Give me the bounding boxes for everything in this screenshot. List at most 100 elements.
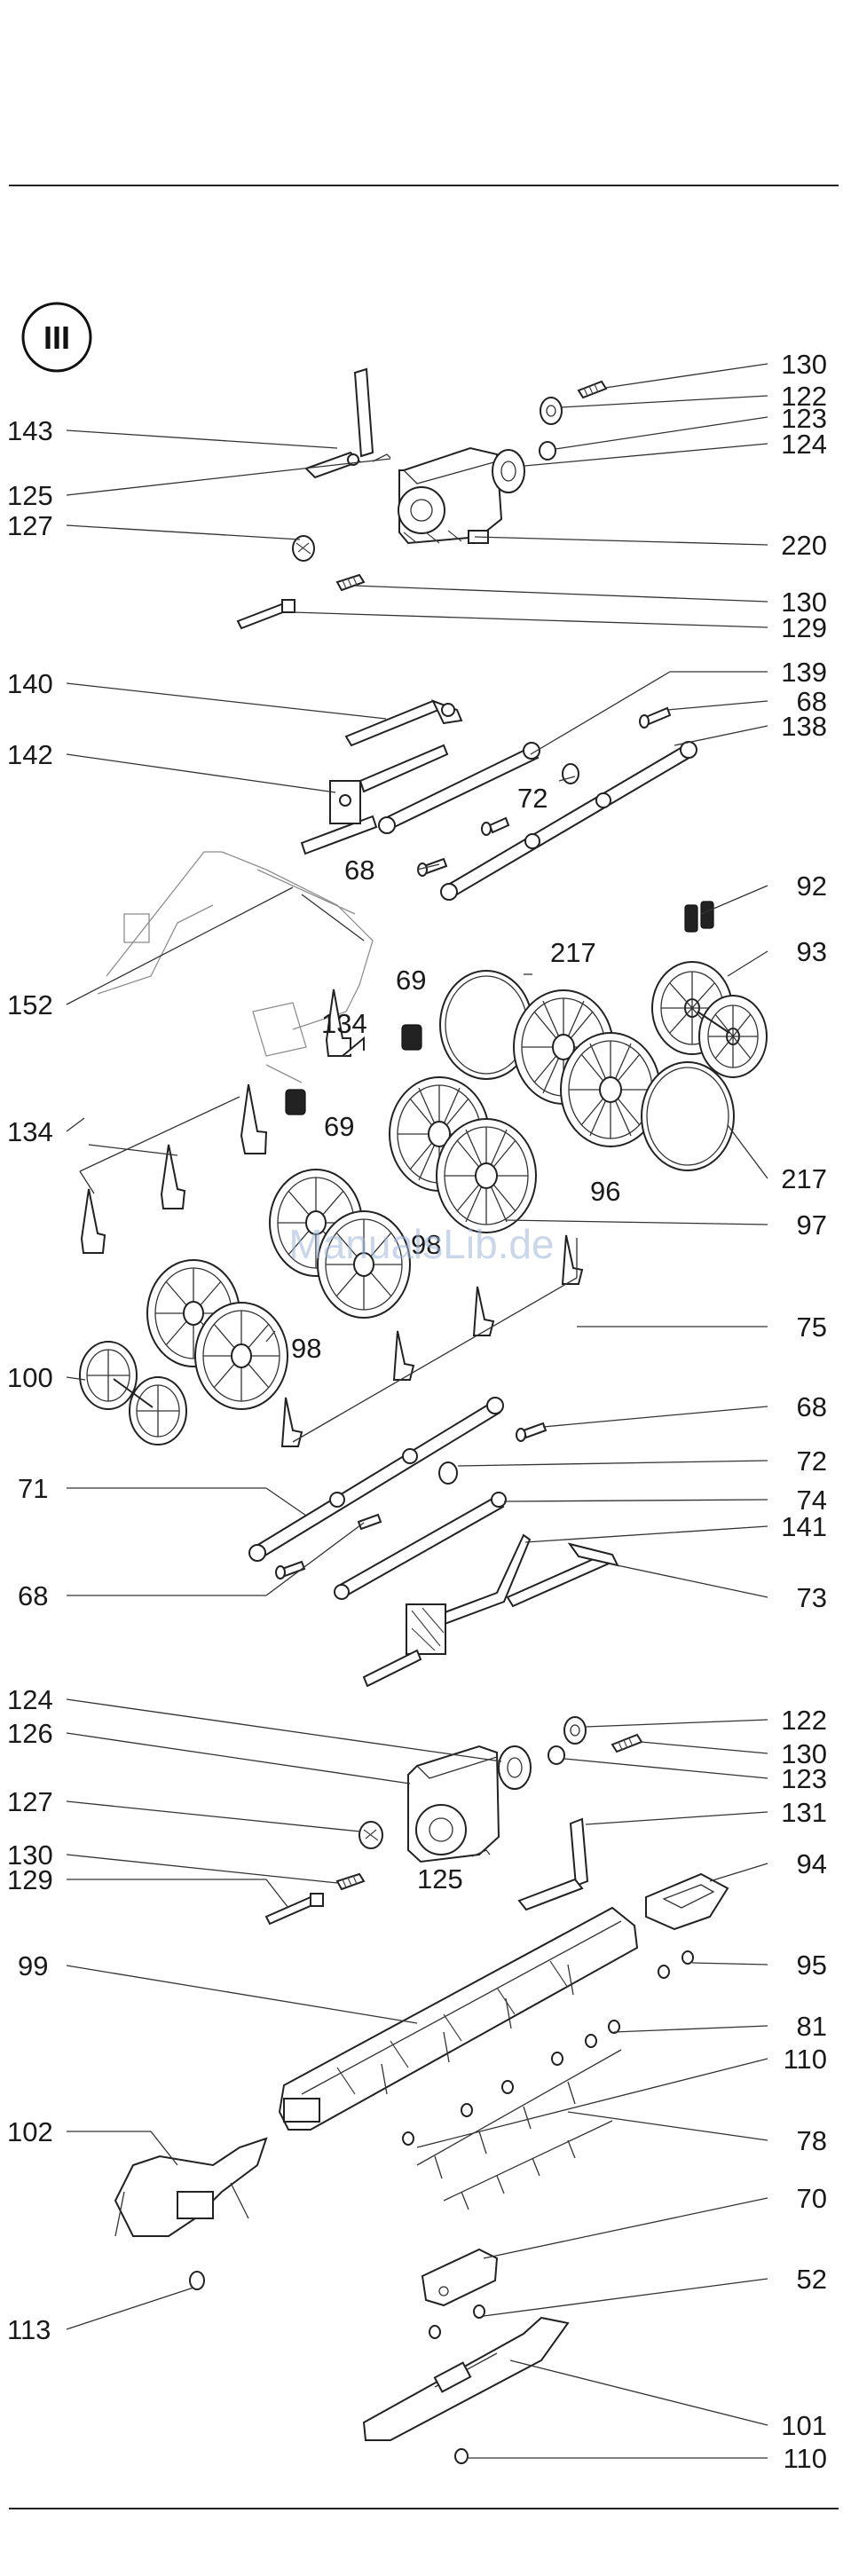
callout-97: 97 [797, 1209, 827, 1241]
rod-140 [346, 701, 461, 745]
callout-127: 127 [7, 510, 53, 541]
callout-78: 78 [797, 2125, 827, 2156]
screw-113 [190, 2272, 204, 2289]
callout-129: 129 [781, 612, 827, 643]
bracket-134-b [241, 1084, 266, 1154]
callout-152: 152 [7, 989, 53, 1020]
callout-141: 141 [781, 1511, 827, 1542]
callout-98: 98 [291, 1333, 321, 1364]
screw-95 [658, 1951, 693, 1978]
callout-71: 71 [18, 1473, 48, 1504]
wheel-97-front [437, 1119, 536, 1233]
gear-123-top [540, 442, 555, 460]
callout-220: 220 [781, 530, 827, 561]
callout-217: 217 [550, 937, 596, 968]
callout-131: 131 [781, 1797, 827, 1828]
screw-68-a [640, 708, 670, 728]
callout-72: 72 [797, 1446, 827, 1477]
gearbox-top [398, 448, 501, 543]
pony-truck-102 [115, 2139, 266, 2236]
callout-127: 127 [7, 1786, 53, 1817]
section-marker-text: III [43, 319, 70, 356]
screw-68-b [418, 859, 446, 876]
screws-81 [586, 2021, 619, 2047]
screws-52 [429, 2305, 485, 2338]
rod-139 [379, 743, 540, 833]
callout-126: 126 [7, 1718, 53, 1749]
callout-52: 52 [797, 2264, 827, 2295]
callout-113: 113 [7, 2314, 51, 2345]
callout-129: 129 [7, 1864, 53, 1895]
gear-122-top [540, 398, 562, 424]
gear-127-bottom [359, 1822, 382, 1848]
rod-74 [335, 1493, 506, 1599]
callout-125: 125 [7, 480, 53, 511]
callout-217: 217 [781, 1163, 827, 1194]
callout-92: 92 [797, 870, 827, 902]
callout-123: 123 [781, 1763, 827, 1794]
callout-125: 125 [417, 1863, 463, 1895]
callout-69: 69 [324, 1111, 354, 1142]
shaft-129-top [238, 600, 295, 628]
watermark: ManualsLib.de [288, 1221, 554, 1267]
callout-134: 134 [7, 1116, 53, 1147]
callout-68: 68 [797, 1391, 827, 1422]
worm-130-top [579, 382, 606, 398]
ring-217-b [642, 1062, 734, 1170]
section-marker: III [23, 303, 91, 371]
worm-130-bottom-right [612, 1735, 642, 1752]
callout-75: 75 [797, 1312, 827, 1343]
lever-131 [519, 1819, 587, 1910]
springs-92 [685, 902, 713, 932]
bushing-72-a [563, 764, 579, 784]
callout-68: 68 [18, 1580, 48, 1611]
callout-101: 101 [781, 2410, 827, 2441]
callout-69: 69 [396, 965, 426, 996]
brake-78 [417, 2050, 621, 2210]
frame-99 [280, 1908, 637, 2130]
shaft-129-bottom [266, 1894, 323, 1924]
bottom-plate-101 [364, 2318, 568, 2440]
callout-68: 68 [344, 855, 374, 886]
callout-140: 140 [7, 668, 53, 699]
screw-68-c [482, 818, 508, 835]
callout-96: 96 [590, 1176, 620, 1207]
gear-123-bottom [548, 1746, 564, 1764]
callout-93: 93 [797, 936, 827, 967]
wheel-trailing-93 [652, 962, 767, 1077]
worm-130-mid [337, 575, 364, 590]
callout-73: 73 [797, 1582, 827, 1613]
bushing-72-b [439, 1462, 457, 1484]
bracket-134-d [82, 1189, 105, 1253]
callout-110: 110 [784, 2044, 827, 2075]
callout-138: 138 [781, 711, 827, 742]
callout-122: 122 [781, 1705, 827, 1736]
callout-100: 100 [7, 1362, 53, 1393]
gear-124-top [492, 450, 524, 492]
callout-134: 134 [321, 1008, 367, 1039]
callout-124: 124 [781, 429, 827, 460]
wheel-98-lead-front [195, 1303, 288, 1409]
gear-122-bottom [564, 1717, 586, 1744]
callout-102: 102 [7, 2116, 53, 2147]
callout-124: 124 [7, 1684, 53, 1715]
callout-94: 94 [797, 1848, 827, 1879]
decoder-94 [646, 1874, 728, 1929]
callout-139: 139 [781, 657, 827, 688]
callout-99: 99 [18, 1950, 48, 1981]
callout-110: 110 [784, 2443, 827, 2474]
callout-81: 81 [797, 2011, 827, 2042]
screw-110-bottom [455, 2449, 468, 2463]
callout-143: 143 [7, 415, 53, 446]
callout-130: 130 [781, 349, 827, 380]
callout-70: 70 [797, 2183, 827, 2214]
screw-68-f [358, 1515, 381, 1529]
lever-143 [306, 369, 373, 477]
screw-68-d [516, 1423, 546, 1441]
spring-69-a [402, 1025, 422, 1050]
spring-69-b [286, 1090, 305, 1115]
gear-124-bottom [499, 1746, 531, 1789]
gearbox-bottom [408, 1746, 499, 1862]
worm-130-bottom-left [337, 1874, 364, 1889]
